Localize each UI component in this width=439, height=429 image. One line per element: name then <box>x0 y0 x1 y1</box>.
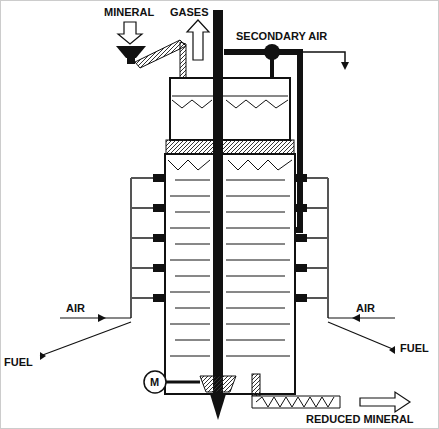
right-burners <box>295 174 307 302</box>
label-text: M <box>150 376 159 388</box>
rabble-teeth <box>172 100 288 108</box>
right-air-manifold <box>295 178 328 318</box>
hopper <box>116 46 146 58</box>
feed-arrow <box>118 22 142 44</box>
gas-arrow <box>187 20 209 60</box>
motor <box>144 371 166 393</box>
flow-heads <box>40 314 395 360</box>
divider-plate <box>166 140 294 154</box>
feed-chute <box>180 42 186 82</box>
gear <box>200 376 236 392</box>
left-burners <box>153 174 165 302</box>
label-text: GASES <box>170 6 209 18</box>
hopper-outlet <box>127 58 135 64</box>
discharge-chute <box>252 374 260 396</box>
drive-shaft <box>166 381 200 384</box>
feed-conveyor <box>135 40 186 68</box>
label-text: REDUCED MINERAL <box>306 413 414 425</box>
label-text: AIR <box>66 302 85 314</box>
label-text: FUEL <box>400 342 429 354</box>
label-text: MINERAL <box>104 6 154 18</box>
upper-chamber <box>170 78 290 140</box>
secondary-air-line <box>300 52 345 66</box>
output-arrow <box>360 392 410 412</box>
hearth-lines <box>170 180 290 356</box>
rabble-teeth <box>168 160 292 170</box>
label-text: SECONDARY AIR <box>236 30 327 42</box>
shaft-bearing <box>210 394 226 420</box>
screw-conveyor <box>252 396 340 408</box>
label-text: AIR <box>356 302 375 314</box>
central-shaft <box>213 10 223 395</box>
secondary-air-head <box>341 62 349 70</box>
air-fuel-lines <box>40 318 395 356</box>
lower-chamber <box>165 154 295 394</box>
upper-hearth <box>172 96 288 97</box>
screw-flight <box>256 397 334 407</box>
left-air-manifold <box>131 178 165 318</box>
label-text: FUEL <box>4 356 33 368</box>
